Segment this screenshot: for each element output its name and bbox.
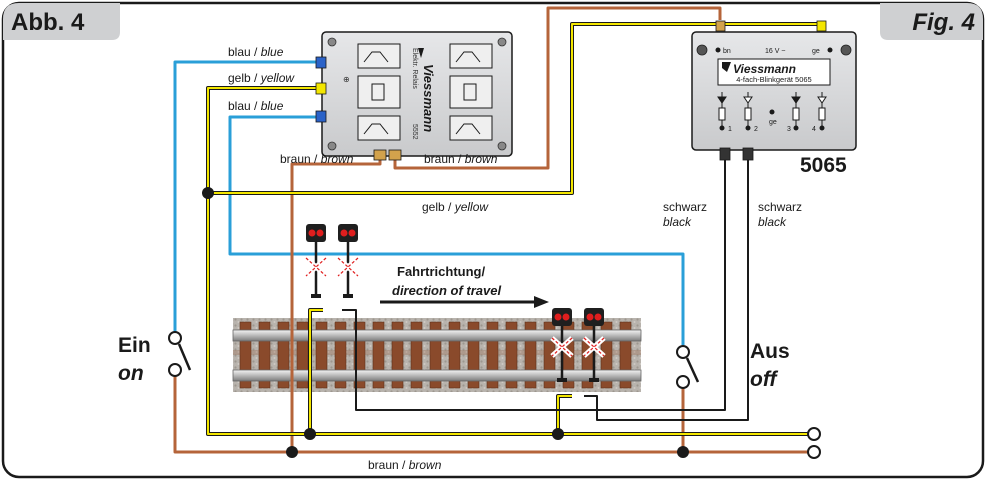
rail-upper: [232, 329, 642, 342]
blinker-name: 4-fach-Blinkgerät 5065: [736, 75, 811, 84]
blinker-module: bn 16 V ~ ge Viessmann 4-fach-Blinkgerät…: [691, 20, 857, 161]
blinker-connector-black-2: [742, 147, 754, 161]
wire-brown-relay-right: [393, 6, 722, 170]
blinker-output-3: 3: [787, 126, 791, 133]
blinker-terminal-ge: ge: [812, 48, 820, 55]
relay-module: ⊕ Elektr. Relais Viessmann 5552: [315, 31, 513, 161]
blinker-output-2: 2: [754, 126, 758, 133]
blinker-connector-black-1: [719, 147, 731, 161]
wire-brown-bottom: [173, 370, 808, 454]
corner-label-left: Abb. 4: [11, 9, 85, 36]
label-blue-1: blau / blue: [228, 45, 284, 59]
wires-blue: [173, 60, 685, 345]
label-brown-right: braun / brown: [424, 152, 498, 166]
blinker-output-1: 1: [728, 126, 732, 133]
label-blue-2: blau / blue: [228, 99, 284, 113]
rail-lower: [232, 369, 642, 382]
track: [232, 318, 642, 392]
crossing-signal-2: [336, 224, 360, 298]
relay-connector-yellow: [315, 82, 327, 95]
corner-tab-left: [3, 3, 120, 40]
terminal-brown: [807, 445, 821, 459]
switch-off-label-en: off: [750, 368, 778, 391]
label-black-1-de: schwarz: [663, 200, 707, 214]
direction-label-de: Fahrtrichtung/: [397, 264, 485, 279]
svg-text:⊕: ⊕: [343, 75, 350, 84]
wires-brown: [173, 6, 808, 454]
label-black-2-de: schwarz: [758, 200, 802, 214]
switch-on-label-de: Ein: [118, 334, 151, 357]
label-yellow-mid: gelb / yellow: [422, 200, 489, 214]
blinker-connector-yellow: [816, 20, 827, 32]
blinker-output-4: 4: [812, 126, 816, 133]
switch-off-label-de: Aus: [750, 340, 790, 363]
crossing-signal-4: [582, 308, 606, 382]
wire-yellow-signals-right: [557, 395, 572, 434]
direction-label-en: direction of travel: [392, 283, 501, 298]
blinker-logo-icon: [722, 62, 731, 72]
wire-black-2: [584, 158, 749, 421]
blinker-terminal-bn: bn: [723, 48, 731, 55]
blinker-model-label: 5065: [800, 154, 847, 177]
wire-blue-upper: [173, 60, 318, 338]
label-brown-left: braun / brown: [280, 152, 354, 166]
label-brown-bottom: braun / brown: [368, 458, 442, 472]
crossing-signal-1: [304, 224, 328, 298]
relay-logo-icon: [418, 48, 424, 58]
corner-tab-right: [880, 3, 983, 40]
switch-off: [676, 345, 700, 389]
blinker-circuit: [717, 92, 827, 128]
wire-yellow-main: [207, 87, 808, 435]
junction-dots: [202, 187, 689, 458]
switch-on-label-en: on: [118, 362, 144, 385]
corner-label-right: Fig. 4: [912, 9, 975, 36]
direction-arrow-icon: [534, 296, 549, 308]
relay-connector-blue-1: [315, 56, 327, 69]
wire-brown-relay-left: [290, 158, 382, 452]
wire-black-1: [342, 158, 726, 411]
wires-black: [342, 158, 749, 421]
switch-on: [168, 331, 192, 377]
label-yellow-1: gelb / yellow: [228, 71, 295, 85]
label-black-2-en: black: [758, 215, 787, 229]
relay-connector-blue-2: [315, 110, 327, 123]
blinker-brand: Viessmann: [733, 62, 796, 76]
blinker-voltage: 16 V ~: [765, 48, 785, 55]
wire-blue-lower: [228, 115, 685, 345]
relay-brand: Viessmann: [421, 64, 436, 132]
terminal-yellow: [807, 427, 821, 441]
relay-name: Elektr. Relais: [411, 48, 418, 89]
terminals-power: [807, 427, 821, 459]
relay-number: 5552: [411, 124, 418, 140]
label-black-1-en: black: [663, 215, 692, 229]
crossing-signal-3: [550, 308, 574, 382]
relay-connector-brown-1: [373, 149, 387, 161]
blinker-terminal-ge2: ge: [769, 119, 777, 126]
relay-connector-brown-2: [388, 149, 402, 161]
wire-yellow-signals-left: [309, 309, 323, 434]
blinker-connector-brown: [715, 20, 726, 32]
blinker-label-plate: [717, 58, 831, 86]
